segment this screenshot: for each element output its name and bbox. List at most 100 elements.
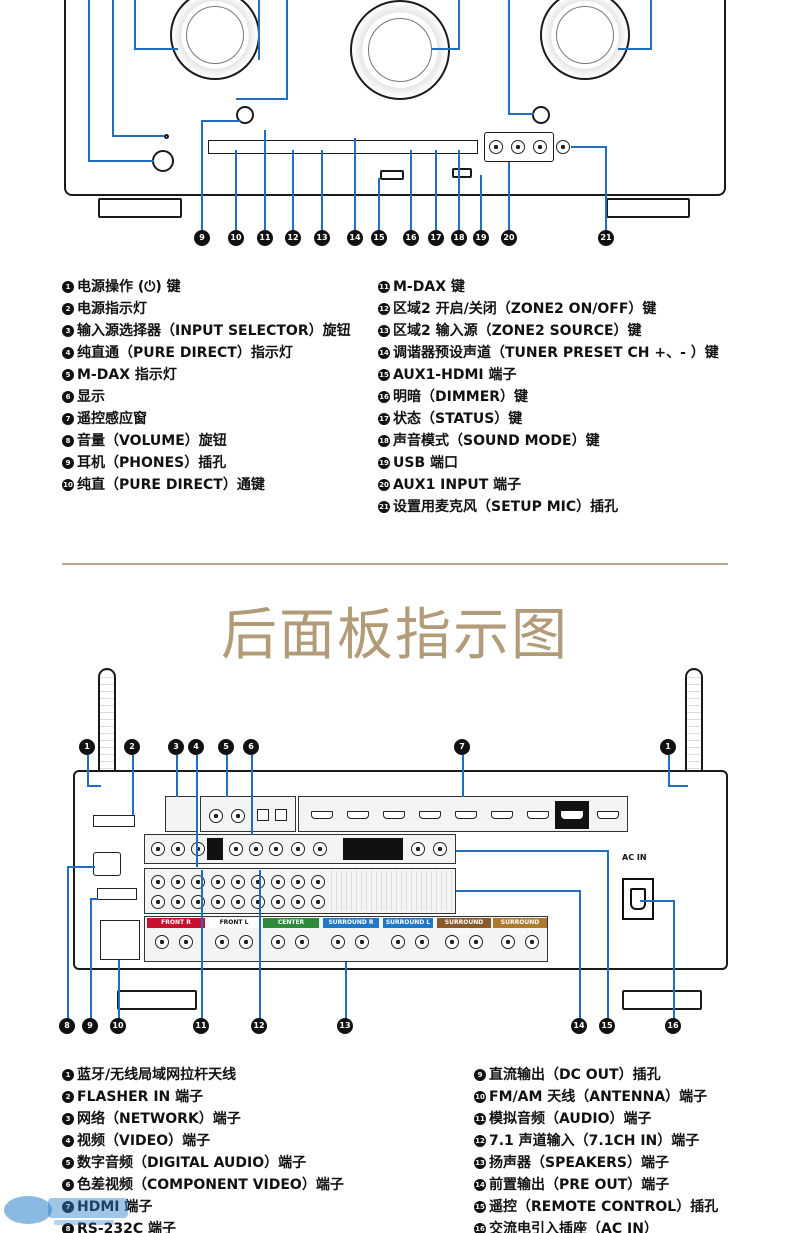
rear-marker-7: 7 (454, 739, 470, 755)
front-marker-17: 17 (428, 230, 444, 246)
phones-jack (236, 106, 254, 124)
surround-back-l-label: SURROUND BACK L (493, 918, 547, 936)
rear-marker-5: 5 (218, 739, 234, 755)
input-selector-knob (170, 0, 260, 80)
rear-marker-12: 12 (251, 1018, 267, 1034)
network-port (165, 796, 197, 832)
front-marker-9: 9 (194, 230, 210, 246)
front-marker-20: 20 (501, 230, 517, 246)
front-marker-21: 21 (598, 230, 614, 246)
front-marker-10: 10 (228, 230, 244, 246)
ac-in-socket (622, 878, 654, 920)
volume-knob (540, 0, 630, 80)
component-video-section (144, 834, 456, 864)
rear-marker-10: 10 (110, 1018, 126, 1034)
dc-out-port (97, 888, 137, 900)
rear-foot-left (117, 990, 197, 1010)
rear-marker-9: 9 (82, 1018, 98, 1034)
ac-in-label: AC IN (622, 853, 647, 862)
aux1-hdmi-port (380, 170, 404, 180)
section-divider (62, 563, 728, 565)
hdmi-section (298, 796, 628, 832)
surround-back-r-label: SURROUND BACK R (437, 918, 491, 936)
front-marker-19: 19 (473, 230, 489, 246)
rear-marker-2: 2 (124, 739, 140, 755)
front-r-label: FRONT R (147, 918, 205, 928)
antenna-left (98, 668, 116, 784)
rs232c-port (93, 852, 121, 876)
rear-marker-8: 8 (59, 1018, 75, 1034)
front-chassis (64, 0, 726, 196)
aux1-input-panel (484, 132, 554, 162)
power-indicator (164, 134, 169, 139)
usb-port (452, 168, 472, 178)
front-marker-18: 18 (451, 230, 467, 246)
rear-marker-4: 4 (188, 739, 204, 755)
rear-foot-right (622, 990, 702, 1010)
front-marker-12: 12 (285, 230, 301, 246)
power-button (152, 150, 174, 172)
front-button-bar (208, 140, 478, 154)
surround-l-label: SURROUND L (383, 918, 433, 928)
display-window (350, 0, 450, 100)
front-marker-15: 15 (371, 230, 387, 246)
rear-marker-11: 11 (193, 1018, 209, 1034)
surround-r-label: SURROUND R (323, 918, 379, 928)
remote-sensor (532, 106, 550, 124)
setup-mic-jack (556, 140, 570, 154)
front-marker-14: 14 (347, 230, 363, 246)
rear-marker-1-right: 1 (660, 739, 676, 755)
speakers-section: FRONT R FRONT L CENTER SURROUND R SURROU… (144, 916, 548, 962)
rear-marker-15: 15 (599, 1018, 615, 1034)
rear-marker-14: 14 (571, 1018, 587, 1034)
rear-marker-3: 3 (168, 739, 184, 755)
antenna-terminal (100, 920, 140, 960)
rear-marker-13: 13 (337, 1018, 353, 1034)
front-l-label: FRONT L (209, 918, 259, 928)
antenna-right (685, 668, 703, 784)
front-marker-11: 11 (257, 230, 273, 246)
front-marker-13: 13 (314, 230, 330, 246)
front-foot-left (98, 198, 182, 218)
front-marker-16: 16 (403, 230, 419, 246)
digital-audio-section (200, 796, 296, 832)
rear-marker-6: 6 (243, 739, 259, 755)
